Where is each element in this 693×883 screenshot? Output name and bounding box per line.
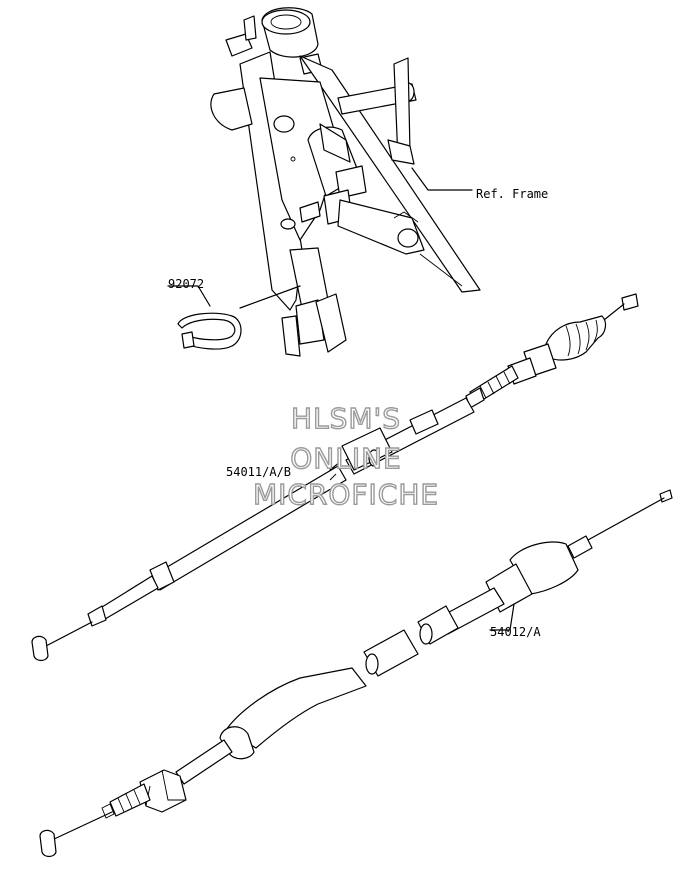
label-part-54011: 54011/A/B <box>226 465 291 479</box>
clamp-band-drawing <box>177 312 242 350</box>
leader-lines <box>167 167 515 631</box>
leader-92072-frame <box>239 285 301 309</box>
watermark-line-1: HLSM'S <box>291 402 401 435</box>
leader-ref-frame <box>411 167 473 191</box>
leader-54012 <box>489 603 515 631</box>
label-part-54012: 54012/A <box>490 625 541 639</box>
leader-92072 <box>167 285 211 307</box>
watermark-line-3: MICROFICHE <box>253 478 439 511</box>
label-part-92072: 92072 <box>168 277 204 291</box>
cable-54012-drawing <box>39 489 673 858</box>
leader-54011 <box>329 461 341 471</box>
frame-drawing <box>210 7 481 357</box>
label-ref-frame: Ref. Frame <box>476 187 548 201</box>
watermark: HLSM'S ONLINE MICROFICHE <box>252 401 439 511</box>
watermark-line-2: ONLINE <box>290 442 401 475</box>
cable-54011-drawing <box>31 293 639 662</box>
